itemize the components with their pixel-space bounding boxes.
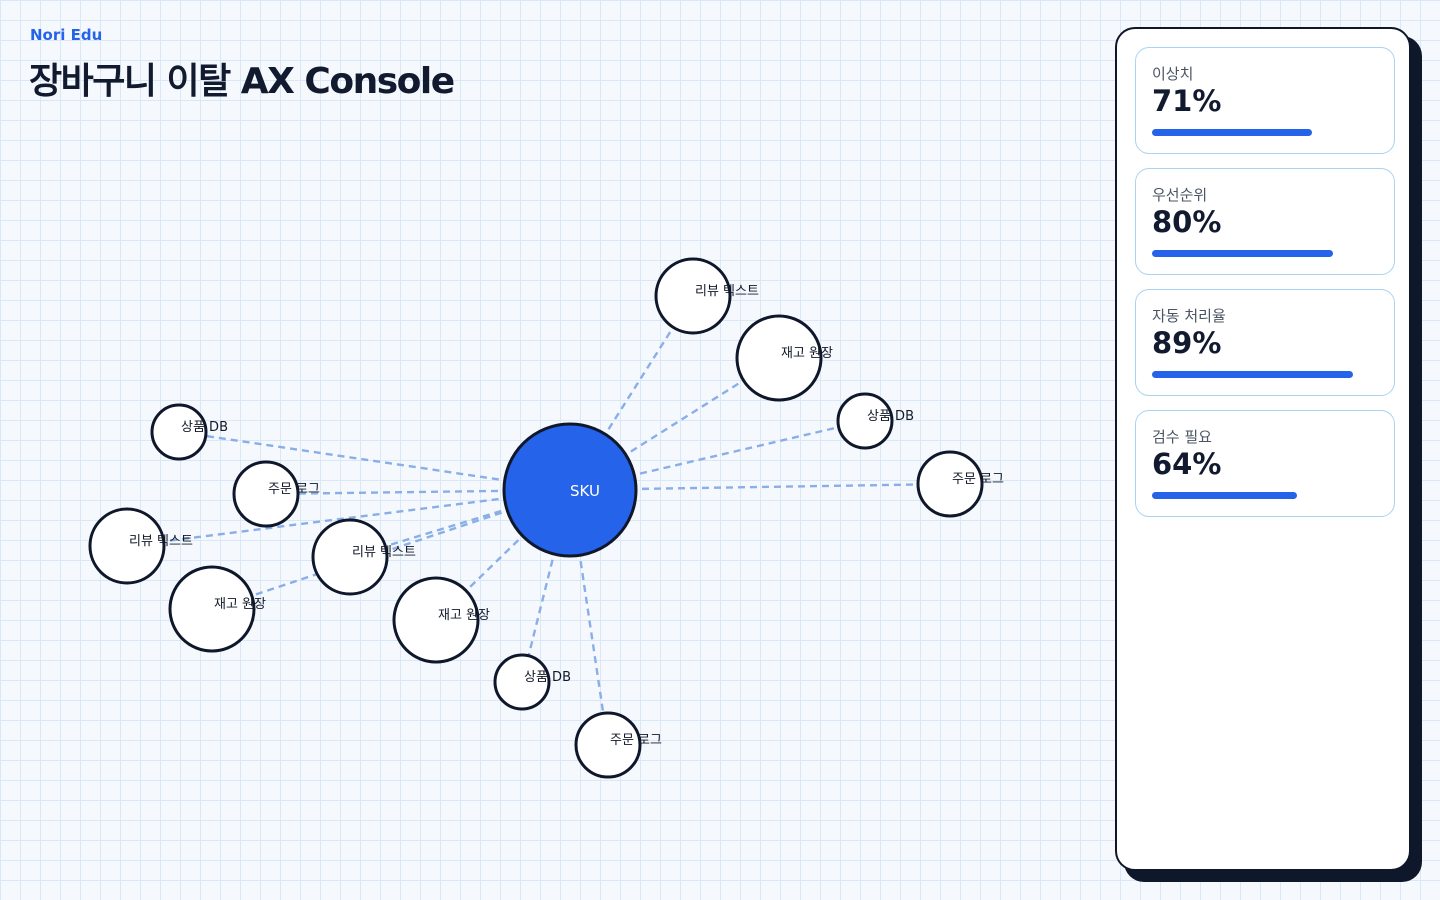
graph-node-circle (654, 257, 732, 335)
metric-card-auto-rate[interactable]: 자동 처리율 89% (1135, 289, 1395, 396)
metric-progress-fill (1152, 492, 1297, 499)
graph-hub-node[interactable]: SKU (502, 422, 638, 558)
metric-progress-bar (1152, 250, 1378, 257)
graph-node[interactable]: 주문 로그 (916, 450, 1004, 518)
graph-node[interactable]: 리뷰 텍스트 (311, 518, 416, 596)
graph-node[interactable]: 리뷰 텍스트 (654, 257, 759, 335)
graph-node-label: 재고 원장 (781, 346, 833, 361)
graph-node-label: 리뷰 텍스트 (352, 545, 416, 560)
graph-node-circle (311, 518, 389, 596)
metric-card-review-needed[interactable]: 검수 필요 64% (1135, 410, 1395, 517)
metric-label: 이상치 (1152, 65, 1194, 83)
metrics-panel: 이상치 71% 우선순위 80% 자동 처리율 89% 검수 필요 64% (1115, 27, 1411, 871)
graph-node-circle (493, 653, 551, 711)
graph-node-label: 상품 DB (524, 670, 571, 685)
metric-progress-bar (1152, 371, 1378, 378)
metric-label: 검수 필요 (1152, 428, 1212, 446)
graph-node[interactable]: 상품 DB (493, 653, 571, 711)
metric-progress-bar (1152, 129, 1378, 136)
graph-node-circle (168, 565, 256, 653)
metric-value: 71% (1152, 84, 1222, 118)
page-title: 장바구니 이탈 AX Console (29, 61, 455, 102)
graph-node-label: 리뷰 텍스트 (129, 534, 193, 549)
metric-value: 80% (1152, 205, 1222, 239)
graph-node[interactable]: 재고 원장 (735, 314, 833, 402)
graph-node-circle (392, 576, 480, 664)
graph-node[interactable]: 재고 원장 (168, 565, 266, 653)
graph-node[interactable]: 상품 DB (836, 392, 914, 450)
graph-node-label: 주문 로그 (610, 733, 662, 748)
graph-edge (520, 489, 572, 683)
graph-node-circle (916, 450, 984, 518)
metric-value: 89% (1152, 326, 1222, 360)
graph-node[interactable]: 주문 로그 (232, 460, 320, 528)
metric-card-outlier[interactable]: 이상치 71% (1135, 47, 1395, 154)
graph-edge (126, 488, 571, 548)
graph-node-circle (150, 403, 208, 461)
metric-progress-fill (1152, 371, 1354, 378)
metric-progress-bar (1152, 492, 1378, 499)
graph-node[interactable]: 리뷰 텍스트 (88, 507, 193, 585)
brand-name: Nori Edu (30, 26, 103, 44)
graph-node-circle (735, 314, 823, 402)
graph-node-label: 재고 원장 (214, 597, 266, 612)
graph-node-label: 상품 DB (867, 409, 914, 424)
graph-node-circle (574, 711, 642, 779)
metric-label: 자동 처리율 (1152, 307, 1226, 325)
graph-node-label: 재고 원장 (438, 608, 490, 623)
metric-label: 우선순위 (1152, 186, 1208, 204)
graph-node[interactable]: 주문 로그 (574, 711, 662, 779)
graph-node-label: 주문 로그 (268, 482, 320, 497)
graph-node-circle (88, 507, 166, 585)
metric-value: 64% (1152, 447, 1222, 481)
graph-node-circle (232, 460, 300, 528)
graph-hub-circle (502, 422, 638, 558)
graph-node[interactable]: 상품 DB (150, 403, 228, 461)
metric-card-priority[interactable]: 우선순위 80% (1135, 168, 1395, 275)
graph-node-label: 상품 DB (181, 420, 228, 435)
graph-node-label: 주문 로그 (952, 472, 1004, 487)
metric-progress-fill (1152, 250, 1333, 257)
graph-node-label: 리뷰 텍스트 (695, 284, 759, 299)
graph-node[interactable]: 재고 원장 (392, 576, 490, 664)
metric-progress-fill (1152, 129, 1313, 136)
graph-node-circle (836, 392, 894, 450)
graph-hub-label: SKU (570, 482, 600, 500)
